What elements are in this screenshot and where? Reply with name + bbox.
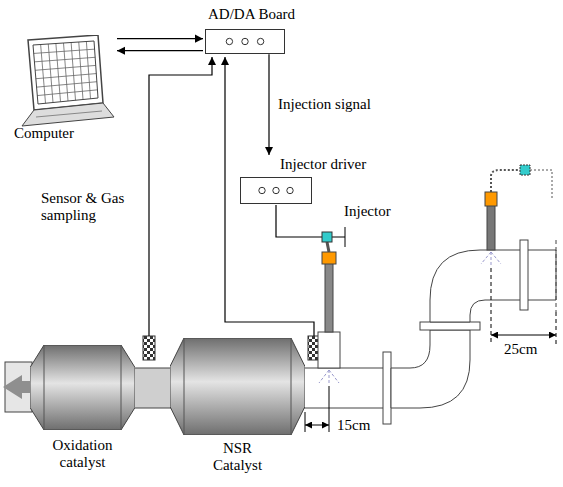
dimension-line <box>305 425 329 426</box>
catalyst-band <box>44 345 45 430</box>
injector <box>491 252 492 266</box>
exhaust-pipe <box>420 322 480 330</box>
jack <box>259 188 265 194</box>
keyboard <box>36 111 102 117</box>
node-label: AD/DA Board <box>205 6 295 23</box>
board-box <box>205 29 285 54</box>
dimension-line <box>305 268 556 432</box>
dimension-label: 15cm <box>336 417 371 434</box>
injector-wire <box>276 205 322 237</box>
screen-grid <box>56 44 61 102</box>
exhaust-pipe <box>556 240 557 312</box>
dimension-label: 25cm <box>503 341 538 358</box>
signal-label: Sensor & Gas sampling <box>40 190 142 225</box>
sensor-wire <box>149 57 212 336</box>
injector <box>481 252 491 264</box>
connector-jacks <box>241 178 311 203</box>
injector <box>491 170 520 192</box>
sensor <box>143 336 155 360</box>
catalyst-band <box>184 338 185 435</box>
screen-grid <box>34 57 95 62</box>
injector <box>481 252 501 266</box>
catalyst-shape <box>170 338 305 435</box>
injector <box>520 165 530 175</box>
laptop-icon <box>10 35 115 127</box>
exhaust-pipe <box>430 250 556 322</box>
screen-grid <box>71 43 75 101</box>
injector <box>319 370 339 385</box>
device-box: AD/DA Board <box>205 6 298 54</box>
node-label: NSR Catalyst <box>205 440 270 475</box>
catalyst-shape <box>30 345 135 430</box>
device-box: Injector driver <box>240 156 369 204</box>
injector <box>325 262 333 332</box>
signal-arrow <box>268 54 269 155</box>
catalyst-body <box>170 338 305 435</box>
node-label: Injector driver <box>240 156 366 173</box>
catalyst-body <box>30 345 135 430</box>
injector <box>322 232 332 242</box>
injector <box>481 165 552 266</box>
exhaust-pipe <box>383 352 391 424</box>
screen-grid <box>41 45 46 104</box>
screen-grid <box>35 65 96 70</box>
injector <box>318 227 345 385</box>
catalyst: NSR Catalyst <box>170 338 305 475</box>
injector <box>327 242 329 252</box>
screen-grid <box>37 82 97 87</box>
catalyst: Oxidation catalyst <box>30 345 135 472</box>
dimension-line <box>305 412 306 432</box>
screen-grid <box>86 42 90 99</box>
exhaust-pipe <box>133 368 173 408</box>
screen-grid <box>36 74 96 79</box>
injector <box>530 170 552 200</box>
injector <box>491 252 501 264</box>
injector-wire <box>276 205 322 237</box>
injector <box>485 192 497 206</box>
dimension-line <box>491 268 492 345</box>
injector <box>322 252 336 264</box>
laptop-screen <box>33 41 98 104</box>
injector <box>345 227 346 247</box>
exhaust-pipe <box>391 330 470 408</box>
injector <box>319 370 329 383</box>
signal-label: Injection signal <box>277 96 372 113</box>
signal-arrow <box>117 50 203 51</box>
screen-grid <box>34 42 98 104</box>
jack <box>273 188 279 194</box>
screen-grid <box>79 42 83 100</box>
driver-box <box>240 177 312 204</box>
node-label: Oxidation catalyst <box>45 437 120 472</box>
jack <box>226 39 232 45</box>
part-label: Injector <box>343 203 392 220</box>
injector <box>329 370 339 383</box>
exhaust-pipe <box>520 240 528 310</box>
connector-jacks <box>206 30 284 53</box>
injector <box>332 237 345 238</box>
catalyst-band <box>291 338 292 435</box>
screen-grid <box>64 43 69 101</box>
dimension-line <box>556 312 557 345</box>
screen-grid <box>37 90 97 96</box>
node-label: Computer <box>10 125 115 142</box>
screen-grid <box>48 44 53 103</box>
dimension-line <box>491 335 556 336</box>
signal-arrow <box>117 38 203 39</box>
computer-icon: Computer <box>10 35 115 142</box>
laptop-base <box>22 103 114 126</box>
jack <box>242 39 248 45</box>
catalyst-band <box>121 345 122 430</box>
jack <box>287 188 293 194</box>
laptop-screen <box>28 35 103 110</box>
exhaust-pipe <box>303 368 385 408</box>
injector <box>318 332 340 368</box>
screen-grid <box>34 49 95 53</box>
jack <box>257 39 263 45</box>
injector <box>487 205 495 250</box>
injector <box>329 370 330 385</box>
